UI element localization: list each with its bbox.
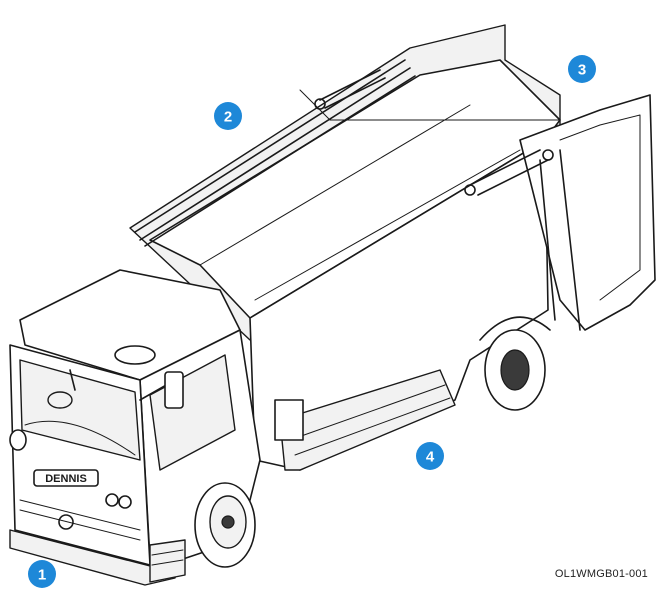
truck-body <box>129 24 656 471</box>
truck-cab: DENNIS <box>9 269 261 586</box>
callout-4-circle <box>416 442 444 470</box>
figure-reference-code: OL1WMGB01-001 <box>554 568 648 580</box>
callout-3-circle <box>568 55 596 83</box>
callout-3: 3 <box>568 55 596 83</box>
callout-2-circle <box>214 102 242 130</box>
callout-2: 2 <box>214 102 242 130</box>
callout-3-label: 3 <box>578 62 586 79</box>
callout-1-label: 1 <box>38 567 46 584</box>
callout-1: 1 <box>28 560 56 588</box>
callout-4: 4 <box>416 442 444 470</box>
cab-badge-text: DENNIS <box>45 473 87 485</box>
callout-4-label: 4 <box>426 449 435 466</box>
callout-1-circle <box>28 560 56 588</box>
callout-2-label: 2 <box>224 109 232 126</box>
